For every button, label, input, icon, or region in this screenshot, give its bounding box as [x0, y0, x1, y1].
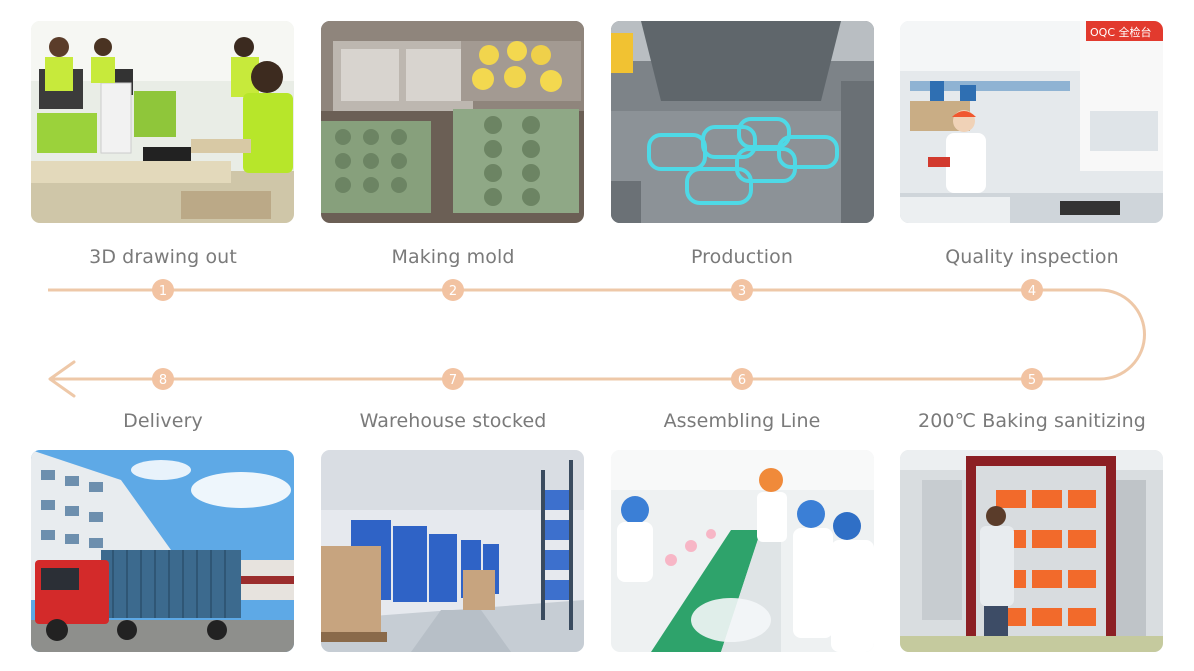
step-label-3: Production — [690, 246, 794, 268]
arrow-left-icon — [48, 360, 76, 398]
svg-text:8: 8 — [159, 373, 167, 388]
step-label-4: Quality inspection — [945, 246, 1119, 268]
flow-path — [48, 288, 1146, 381]
step-marker-7: 7 — [442, 368, 464, 390]
step-marker-8: 8 — [152, 368, 174, 390]
step-marker-5: 5 — [1021, 368, 1043, 390]
step-label-8: Delivery — [123, 410, 203, 432]
step-marker-2: 2 — [442, 279, 464, 301]
step-marker-1: 1 — [152, 279, 174, 301]
photo-baking-sanitizing — [900, 450, 1163, 652]
photo-delivery — [31, 450, 294, 652]
photo-quality-inspection: OQC 全检台 — [900, 21, 1163, 223]
photo-3d-drawing — [31, 21, 294, 223]
svg-text:2: 2 — [449, 284, 457, 299]
photo-warehouse — [321, 450, 584, 652]
oqc-sign-text: OQC 全检台 — [1090, 25, 1152, 39]
step-label-6: Assembling Line — [663, 410, 821, 432]
step-label-1: 3D drawing out — [89, 246, 237, 268]
photo-assembling-line — [611, 450, 874, 652]
svg-text:4: 4 — [1028, 284, 1036, 299]
step-label-2: Making mold — [391, 246, 515, 268]
svg-text:7: 7 — [449, 373, 457, 388]
svg-text:6: 6 — [738, 373, 746, 388]
step-label-5: 200℃ Baking sanitizing — [918, 410, 1146, 432]
svg-text:3: 3 — [738, 284, 746, 299]
step-label-7: Warehouse stocked — [359, 410, 547, 432]
svg-text:1: 1 — [159, 284, 167, 299]
svg-text:5: 5 — [1028, 373, 1036, 388]
photo-making-mold — [321, 21, 584, 223]
step-marker-3: 3 — [731, 279, 753, 301]
photo-production — [611, 21, 874, 223]
step-marker-4: 4 — [1021, 279, 1043, 301]
step-marker-6: 6 — [731, 368, 753, 390]
